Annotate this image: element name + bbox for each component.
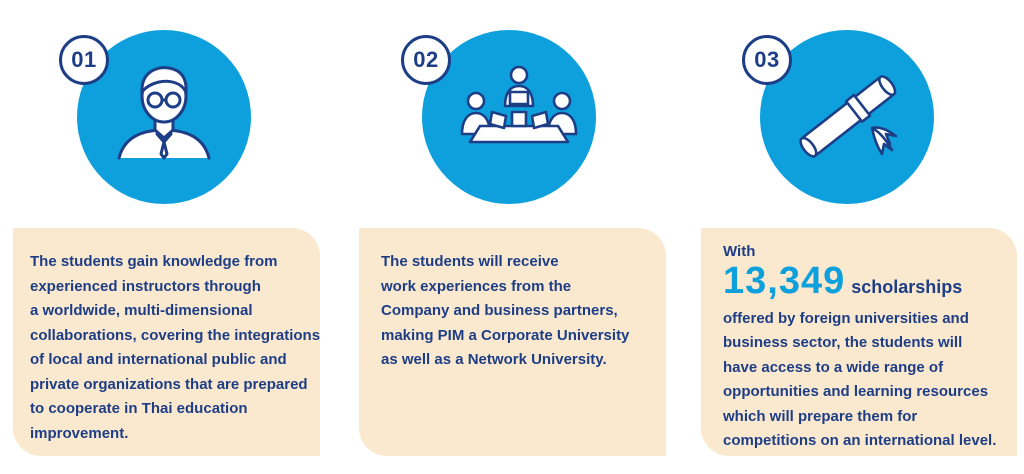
card-1-line: experienced instructors through <box>30 277 261 295</box>
scholarship-word: scholarships <box>851 276 963 297</box>
diploma-icon <box>799 75 898 158</box>
step-number-badge-1: 01 <box>59 35 109 85</box>
card-2-line: The students will receive <box>381 253 559 270</box>
card-3-line: which will prepare them for <box>723 407 918 425</box>
card-2-line: as well as a Network University. <box>381 351 607 368</box>
card-2-line: Company and business partners, <box>381 302 618 319</box>
scholarship-count: 13,349 <box>723 259 846 302</box>
instructor-icon <box>117 66 211 160</box>
card-1-text: The students gain knowledge from experie… <box>30 250 320 446</box>
card-1-line: improvement. <box>30 424 129 442</box>
card-1-line: a worldwide, multi-dimensional <box>30 302 253 319</box>
info-card-1: The students gain knowledge from experie… <box>13 228 320 456</box>
card-2-text: The students will receive work experienc… <box>381 250 629 373</box>
card-1-line: of local and international public and <box>30 351 287 368</box>
card-2-line: making PIM a Corporate University <box>381 326 630 344</box>
meeting-icon <box>460 65 578 144</box>
card-1-line: collaborations, covering the integration… <box>30 326 321 344</box>
card-3-with-label: With <box>723 243 756 260</box>
card-3-line: competitions on an international level. <box>723 432 997 449</box>
step-number-badge-2: 02 <box>401 35 451 85</box>
card-3-line: offered by foreign universities and <box>723 309 969 327</box>
card-3-line: opportunities and learning resources <box>723 383 989 400</box>
card-2-line: work experiences from the <box>381 277 572 295</box>
card-1-line: private organizations that are prepared <box>30 375 308 393</box>
card-1-line: The students gain knowledge from <box>30 253 278 270</box>
card-3-line: have access to a wide range of <box>723 358 944 376</box>
card-3-line: business sector, the students will <box>723 334 963 351</box>
card-1-line: to cooperate in Thai education <box>30 400 248 417</box>
info-card-2: The students will receive work experienc… <box>359 228 666 456</box>
step-number-badge-3: 03 <box>742 35 792 85</box>
